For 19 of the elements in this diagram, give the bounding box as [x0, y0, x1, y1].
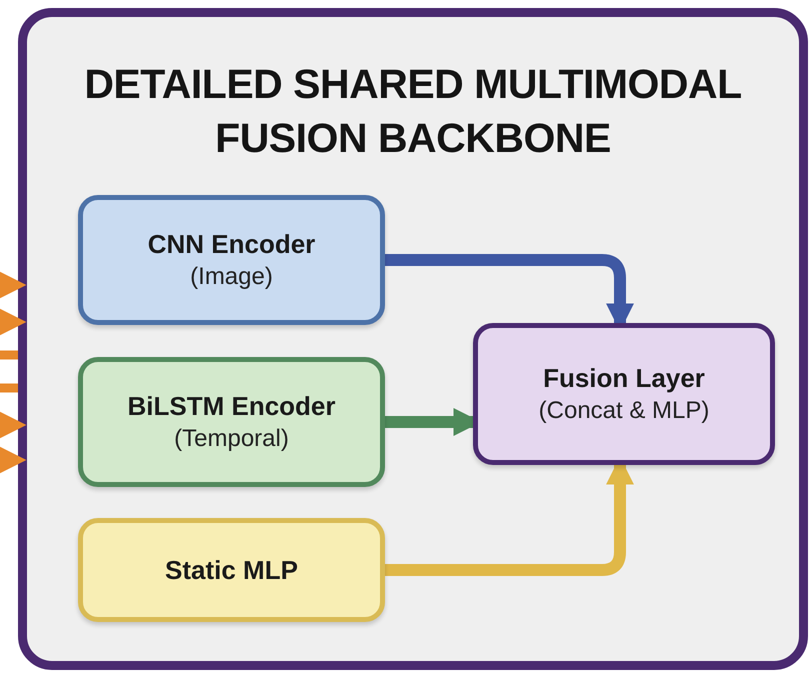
box-subtitle: (Concat & MLP): [538, 396, 710, 426]
box-heading: Fusion Layer: [543, 362, 705, 395]
arrow: [0, 446, 26, 474]
connector-line: [0, 350, 18, 360]
process-box: [78, 518, 385, 622]
process-box: [473, 323, 775, 465]
arrow: [0, 308, 26, 336]
process-box: [78, 195, 385, 325]
panel-title: DETAILED SHARED MULTIMODAL FUSION BACKBONE: [83, 60, 743, 163]
process-box: [78, 357, 385, 487]
box-subtitle: (Temporal): [174, 424, 289, 454]
box-subtitle: (Image): [190, 262, 273, 292]
box-heading: BiLSTM Encoder: [127, 390, 336, 423]
box-heading: CNN Encoder: [148, 228, 316, 261]
connector-line: [0, 384, 18, 392]
backbone-panel: [18, 8, 808, 670]
arrow: [0, 411, 26, 439]
box-heading: Static MLP: [165, 554, 298, 587]
arrow: [0, 271, 26, 299]
